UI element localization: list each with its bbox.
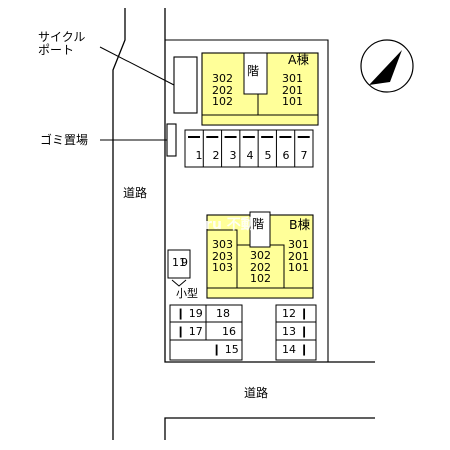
parking-space: ❙ 15	[212, 343, 239, 356]
west-road-edge	[112, 8, 126, 440]
parking-bottom-left-shape	[169, 304, 243, 361]
watermark: ieosiru 不動産	[168, 217, 269, 233]
parking-space: 13 ❙	[282, 325, 309, 338]
parking-space: 16	[222, 325, 236, 338]
building-a-stair	[243, 52, 268, 95]
parking-space: 3	[229, 149, 237, 162]
small-parking-shape	[167, 249, 191, 279]
property-boundary	[164, 8, 375, 363]
parking-space: 6	[282, 149, 290, 162]
building-b-name: B棟	[289, 217, 311, 232]
parking-space: 18	[216, 307, 230, 320]
building-b-left-units: 303 203 103	[212, 238, 233, 274]
cycle-port-leader	[99, 46, 175, 86]
small-type-label: 小型	[176, 287, 198, 300]
west-road-label: 道路	[123, 186, 148, 200]
building-a-stair-icon: 階	[247, 64, 260, 78]
parking-space: 12 ❙	[282, 307, 309, 320]
parking-space: 5	[264, 149, 272, 162]
building-b-right-units: 301 201 101	[288, 238, 309, 274]
parking-space: 2	[212, 149, 220, 162]
building-b-stair	[249, 211, 271, 248]
south-road-edge	[164, 417, 375, 440]
parking-space: ❙ 17	[176, 325, 203, 338]
parking-space: ❙ 19	[176, 307, 203, 320]
garbage-label: ゴミ置場	[40, 133, 89, 147]
building-b-center-units: 302 202 102	[250, 249, 271, 285]
building-a-right-units: 301 201 101	[282, 72, 303, 108]
parking-space: 14 ❙	[282, 343, 309, 356]
parking-space: 1	[195, 149, 203, 162]
parking-space: 11	[172, 256, 186, 269]
cycle-port-label-2: ポート	[38, 43, 75, 57]
lot-outline	[165, 39, 329, 362]
building-b-left-wing	[206, 229, 238, 289]
parking-bottom-right-shape	[275, 304, 317, 361]
building-b-stair-icon: 階	[252, 217, 265, 231]
building-a-name: A棟	[288, 52, 310, 67]
cycle-port-shape	[173, 56, 198, 114]
north-arrow-icon	[360, 39, 414, 93]
parking-space: 7	[300, 149, 308, 162]
building-a-left-units: 302 202 102	[212, 72, 233, 108]
south-road-label: 道路	[244, 386, 269, 400]
parking-space: 4	[246, 149, 254, 162]
cycle-port-label-1: サイクル	[38, 30, 86, 44]
garbage-area-shape	[166, 123, 177, 157]
parking-space: 9	[181, 256, 188, 269]
